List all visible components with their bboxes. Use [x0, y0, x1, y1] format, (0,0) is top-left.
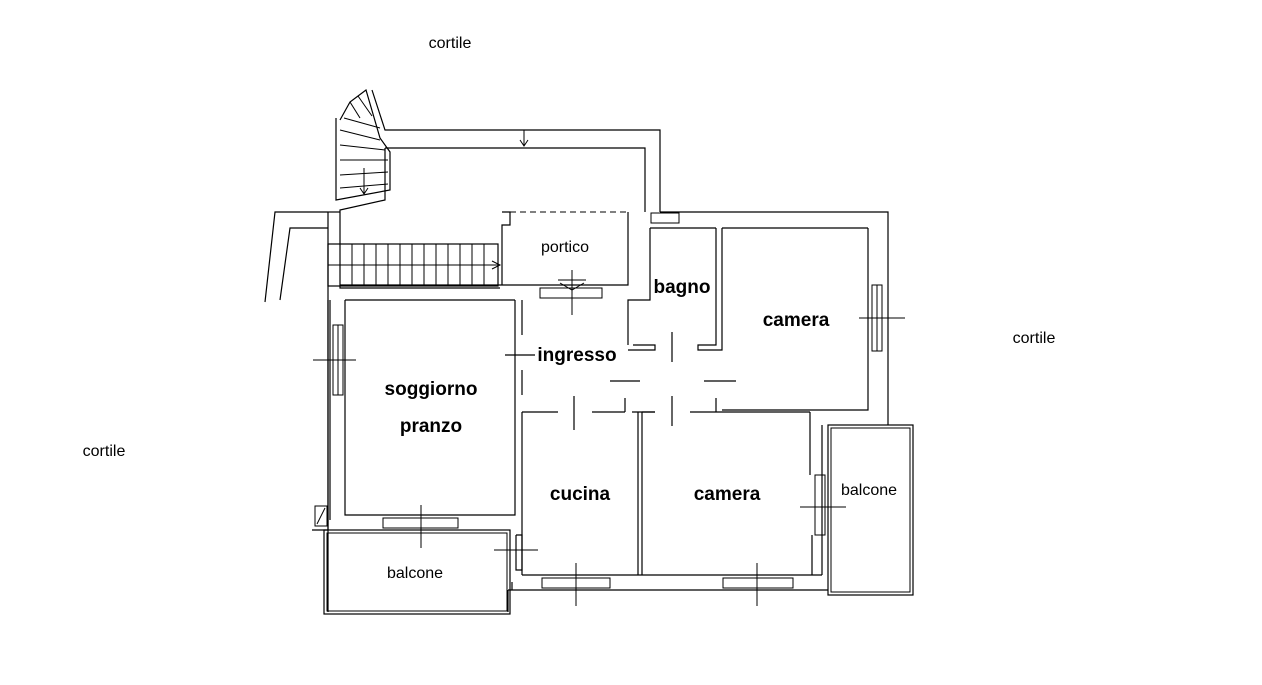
label-bagno: bagno [654, 277, 711, 298]
label-cortile-right: cortile [1013, 330, 1056, 347]
labels: cortile cortile cortile portico bagno ca… [83, 35, 1056, 582]
label-cucina: cucina [550, 484, 611, 505]
stairs-lower [327, 243, 502, 287]
outer-walls [312, 211, 889, 612]
stairs-upper [335, 89, 391, 201]
balcony-bottom [323, 529, 511, 615]
interior-walls [494, 228, 813, 575]
balcony-right [827, 424, 914, 596]
label-camera-bottom: camera [694, 484, 761, 505]
soggiorno-room [329, 299, 516, 520]
portico-area [501, 211, 628, 285]
walkway [339, 89, 661, 228]
label-balcone-right: balcone [841, 482, 897, 499]
label-ingresso: ingresso [537, 345, 616, 366]
label-soggiorno: soggiorno [385, 379, 478, 400]
label-cortile-top: cortile [429, 35, 472, 52]
label-balcone-bottom: balcone [387, 565, 443, 582]
label-portico: portico [541, 239, 589, 256]
entry-ramp [264, 211, 328, 303]
label-pranzo: pranzo [400, 416, 462, 437]
windows [313, 212, 905, 606]
label-camera-top: camera [763, 310, 830, 331]
label-cortile-left: cortile [83, 443, 126, 460]
